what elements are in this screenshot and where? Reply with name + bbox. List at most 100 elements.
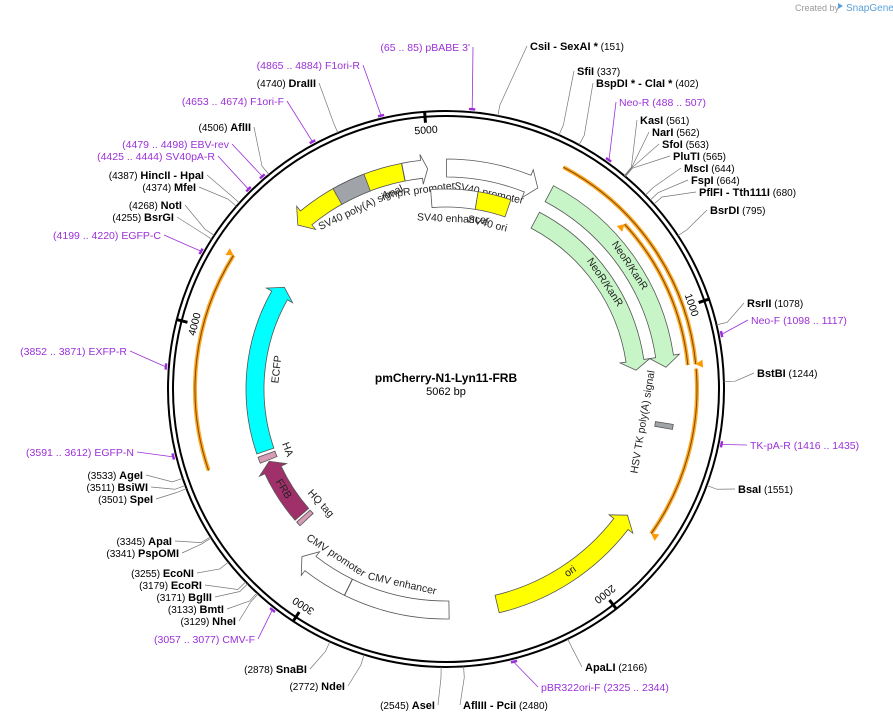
site-label-asei[interactable]: (2545) AseI	[380, 700, 435, 712]
feature-neor-kanr[interactable]	[544, 185, 681, 368]
site-label-afliii[interactable]: AflIII - PciI (2480)	[463, 700, 548, 712]
site-leader	[578, 82, 594, 146]
site-label-bspdi[interactable]: BspDI * - ClaI * (402)	[596, 78, 699, 90]
primer-mark	[605, 156, 612, 163]
site-position: (3129)	[180, 617, 209, 628]
feature-label-ha: HA	[279, 441, 295, 459]
site-position: (1078)	[774, 299, 803, 310]
site-label-rsrii[interactable]: RsrII (1078)	[747, 298, 803, 310]
site-label-bstbi[interactable]: BstBI (1244)	[757, 368, 817, 380]
feature-ori[interactable]	[494, 514, 634, 614]
site-leader	[677, 209, 708, 237]
site-label-mfei[interactable]: (4374) MfeI	[142, 182, 196, 194]
site-label-pluti[interactable]: PluTI (565)	[673, 151, 726, 163]
feature-ecfp[interactable]	[245, 286, 294, 455]
site-label-nhei[interactable]: (3129) NheI	[180, 616, 236, 628]
site-extra: - SexAI *	[550, 41, 598, 53]
site-name: PspOMI	[138, 548, 179, 560]
tick-label: 2000	[592, 582, 618, 606]
site-label-bsrdi[interactable]: BsrDI (795)	[710, 205, 765, 217]
primer-label-f1ori-r[interactable]: (4865 .. 4884) F1ori-R	[257, 60, 361, 72]
feature-neor-kanr[interactable]	[530, 211, 652, 371]
feature-sv40-promoter[interactable]	[446, 158, 539, 199]
primer-label-neo-r[interactable]: Neo-R (488 .. 507)	[619, 97, 706, 109]
site-label-draiii[interactable]: (4740) DraIII	[257, 78, 316, 90]
site-position: (3133)	[168, 605, 197, 616]
primer-label-ebv-rev[interactable]: (4479 .. 4498) EBV-rev	[122, 139, 230, 151]
feature-hsv-tk-poly-a-signal[interactable]	[654, 421, 674, 430]
primer-label-exfp-r[interactable]: (3852 .. 3871) EXFP-R	[20, 346, 127, 358]
site-label-bsiwi[interactable]: (3511) BsiWI	[86, 482, 148, 494]
site-name: BsiWI	[117, 482, 148, 494]
orf-arc[interactable]	[193, 254, 236, 472]
feature-cmv-promoter[interactable]	[300, 550, 353, 596]
site-position: (562)	[676, 128, 699, 139]
primer-leader	[722, 444, 748, 446]
tick-label: 3000	[290, 594, 316, 617]
site-position: (4387)	[109, 171, 138, 182]
site-label-noti[interactable]: (4268) NotI	[129, 200, 182, 212]
site-label-bglii[interactable]: (3171) BglII	[156, 592, 212, 604]
orf-arc-core	[563, 166, 697, 365]
site-position: (2545)	[380, 701, 409, 712]
site-leader	[625, 155, 671, 177]
primer-mark	[377, 113, 385, 118]
primer-mark	[719, 440, 724, 448]
site-label-bsai[interactable]: BsaI (1551)	[738, 484, 793, 496]
primer-label-egfp-n[interactable]: (3591 .. 3612) EGFP-N	[26, 447, 134, 459]
site-label-bsrgi[interactable]: (4255) BsrGI	[112, 212, 174, 224]
site-label-apai[interactable]: (3345) ApaI	[116, 536, 172, 548]
primer-label-neo-f[interactable]: Neo-F (1098 .. 1117)	[751, 315, 847, 327]
primer-label-f1ori-f[interactable]: (4653 .. 4674) F1ori-F	[182, 96, 284, 108]
site-label-kasi[interactable]: KasI (561)	[640, 115, 689, 127]
site-label-apali[interactable]: ApaLI (2166)	[585, 662, 647, 674]
site-label-sfoi[interactable]: SfoI (563)	[662, 139, 709, 151]
feature-sv40-poly-a-signal[interactable]	[332, 173, 371, 205]
site-label-snabi[interactable]: (2878) SnaBI	[244, 664, 307, 676]
primer-label-cmv-f[interactable]: (3057 .. 3077) CMV-F	[154, 634, 255, 646]
site-label-fspi[interactable]: FspI (664)	[691, 175, 740, 187]
feature-ha[interactable]	[257, 450, 278, 464]
site-extra: - Tth111I	[723, 187, 770, 199]
primer-label-sv40pa-r[interactable]: (4425 .. 4444) SV40pA-R	[97, 151, 215, 163]
primer-range: (1098 .. 1117)	[783, 315, 847, 327]
site-position: (4506)	[199, 123, 228, 134]
site-label-pspomi[interactable]: (3341) PspOMI	[106, 548, 179, 560]
site-label-bmti[interactable]: (3133) BmtI	[168, 604, 224, 616]
feature-ampr-promoter[interactable]	[401, 154, 429, 185]
orf-arc[interactable]	[649, 368, 699, 535]
primer-name: TK-pA-R	[750, 440, 791, 452]
feature-hq-tag[interactable]	[296, 509, 314, 527]
site-label-sfii[interactable]: SfiI (337)	[577, 66, 620, 78]
site-label-csii[interactable]: CsiI - SexAI * (151)	[530, 41, 624, 53]
site-leader	[309, 641, 331, 670]
site-label-spei[interactable]: (3501) SpeI	[98, 494, 153, 506]
site-label-econi[interactable]: (3255) EcoNI	[131, 568, 194, 580]
site-position: (3533)	[87, 471, 116, 482]
site-label-agei[interactable]: (3533) AgeI	[87, 470, 143, 482]
site-position: (2772)	[289, 682, 318, 693]
primer-label-tk-pa-r[interactable]: TK-pA-R (1416 .. 1435)	[750, 440, 859, 452]
primer-label-pbr322ori-f[interactable]: pBR322ori-F (2325 .. 2344)	[541, 682, 669, 694]
site-label-ndei[interactable]: (2772) NdeI	[289, 681, 345, 693]
feature-frb[interactable]	[258, 460, 310, 521]
primer-mark	[468, 107, 476, 111]
primer-leader	[163, 234, 201, 252]
primer-name: EXFP-R	[88, 346, 127, 358]
primer-range: (4199 .. 4220)	[53, 230, 118, 242]
site-label-msci[interactable]: MscI (644)	[684, 163, 735, 175]
site-label-ecori[interactable]: (3179) EcoRI	[139, 580, 202, 592]
site-label-hincii[interactable]: (4387) HincII - HpaI	[109, 170, 204, 182]
site-label-nari[interactable]: NarI (562)	[652, 127, 700, 139]
site-label-pflfi[interactable]: PflFI - Tth111I (680)	[699, 187, 796, 199]
feature-sv40-ori[interactable]	[474, 191, 512, 218]
site-name: NotI	[161, 200, 182, 212]
primer-label-egfp-c[interactable]: (4199 .. 4220) EGFP-C	[53, 230, 161, 242]
site-label-aflii[interactable]: (4506) AflII	[199, 122, 251, 134]
primer-leader	[286, 100, 313, 142]
tick-mark	[176, 318, 188, 324]
site-name: NarI	[652, 127, 673, 139]
feature-sv40-enhancer[interactable]	[430, 188, 479, 210]
primer-name: pBR322ori-F	[541, 682, 601, 694]
primer-label-pbabe-3[interactable]: (65 .. 85) pBABE 3'	[380, 42, 470, 54]
